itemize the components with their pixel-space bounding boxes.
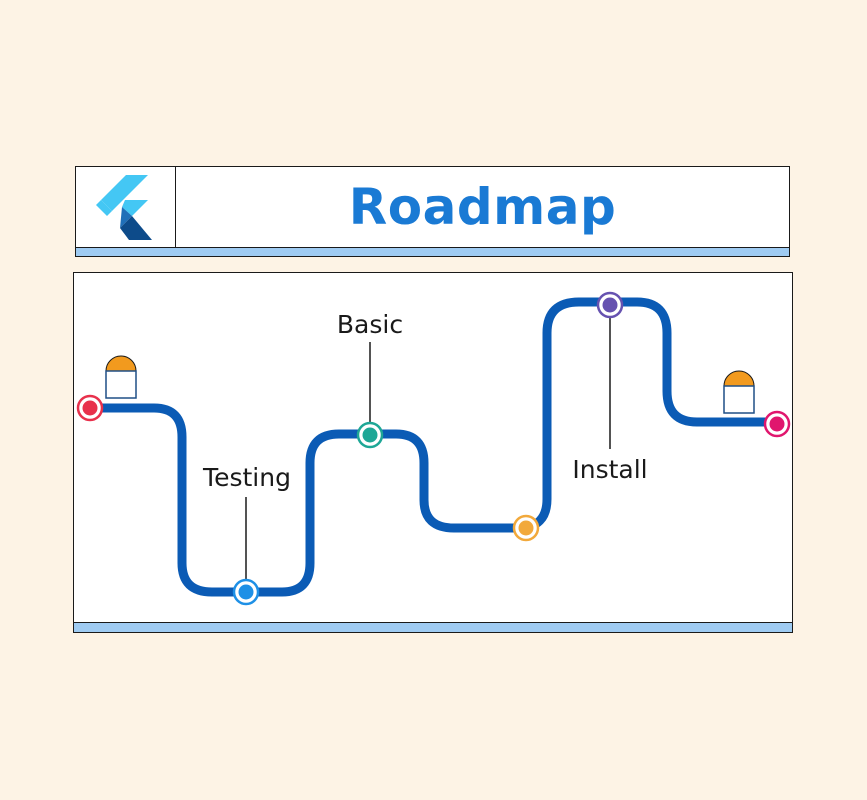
milestone-start-node	[76, 394, 104, 422]
page-title: Roadmap	[348, 178, 617, 236]
roadmap-panel: Testing Basic Install	[73, 272, 793, 633]
header-accent-strip	[76, 247, 789, 256]
milestone-basic-node	[356, 421, 384, 449]
logo-cell	[76, 167, 176, 247]
milestone-install-node	[596, 291, 624, 319]
milestone-label-basic: Basic	[337, 310, 403, 339]
finish-marker-icon	[723, 370, 755, 414]
flutter-logo-icon	[96, 175, 152, 240]
milestone-orange-node	[512, 514, 540, 542]
roadmap-diagram: Testing Basic Install	[76, 291, 791, 606]
milestone-end-node	[763, 410, 791, 438]
panel-accent-strip	[74, 622, 792, 632]
milestone-label-testing: Testing	[202, 463, 291, 492]
milestone-testing-node	[232, 578, 260, 606]
header-bar: Roadmap	[75, 166, 790, 257]
start-marker-icon	[105, 355, 137, 399]
roadmap-path	[85, 297, 783, 597]
milestone-label-install: Install	[572, 455, 647, 484]
